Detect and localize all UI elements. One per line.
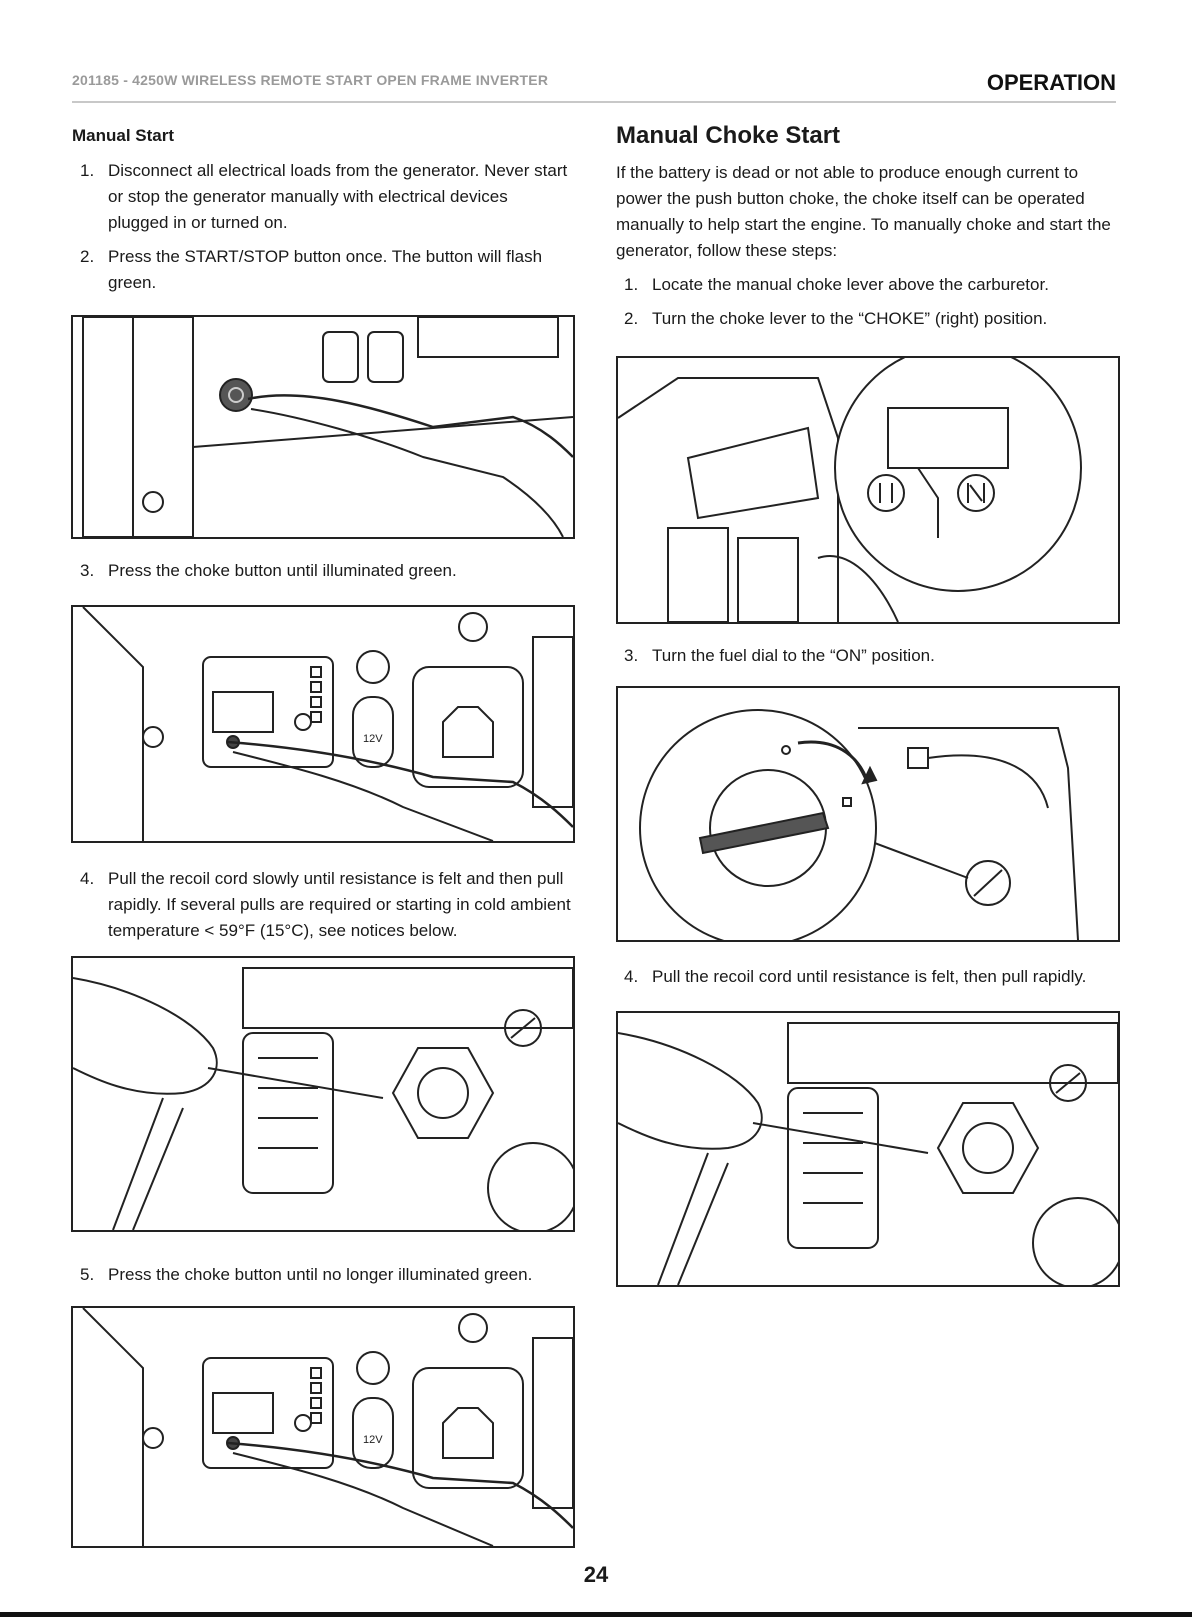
step-text: Press the choke button until illuminated… (108, 561, 457, 580)
step-item: 2. Turn the choke lever to the “CHOKE” (… (616, 306, 1118, 332)
manual-choke-step-3: 3. Turn the fuel dial to the “ON” positi… (616, 643, 1118, 677)
manual-start-step-3: 3. Press the choke button until illumina… (72, 558, 572, 592)
step-number: 3. (624, 646, 639, 665)
manual-choke-start-intro: Manual Choke Start If the battery is dea… (616, 120, 1118, 340)
power-button-icon (219, 378, 253, 412)
manual-start-heading: Manual Start (72, 126, 175, 145)
manual-choke-start-heading: Manual Choke Start (616, 122, 841, 149)
choke-off-icon (867, 474, 905, 512)
manual-start-step-5: 5. Press the choke button until no longe… (72, 1262, 572, 1296)
manual-choke-intro-text: If the battery is dead or not able to pr… (616, 163, 1111, 260)
step-text: Locate the manual choke lever above the … (652, 275, 1049, 294)
choke-on-icon (957, 474, 995, 512)
step-text: Press the choke button until no longer i… (108, 1265, 533, 1284)
step-text: Pull the recoil cord slowly until resist… (108, 869, 571, 940)
step-item: 1. Locate the manual choke lever above t… (616, 272, 1118, 298)
step-text: Pull the recoil cord until resistance is… (652, 967, 1087, 986)
step-number: 4. (624, 967, 639, 986)
page-number: 24 (583, 1562, 609, 1587)
step-number: 1. (80, 161, 95, 180)
step-item: 2. Press the START/STOP button once. The… (72, 244, 572, 296)
figure-choke-button-off: 12V (71, 1306, 575, 1548)
step-text: Disconnect all electrical loads from the… (108, 161, 568, 232)
step-number: 4. (80, 869, 95, 888)
manual-start-step-4: 4. Pull the recoil cord slowly until res… (72, 866, 572, 952)
off-symbol-icon (781, 745, 791, 755)
figure-recoil-cord-left (71, 956, 575, 1232)
manual-choke-step-4: 4. Pull the recoil cord until resistance… (616, 964, 1118, 998)
figure-start-button (71, 315, 575, 539)
figure-fuel-dial (616, 686, 1120, 942)
rotate-arrow-icon (797, 740, 870, 784)
step-number: 2. (80, 247, 95, 266)
figure-choke-button: 12V (71, 605, 575, 843)
figure-recoil-cord-right (616, 1011, 1120, 1287)
bottom-bar (0, 1612, 1192, 1617)
document-title: 201185 - 4250W WIRELESS REMOTE START OPE… (72, 72, 549, 88)
step-text: Turn the fuel dial to the “ON” position. (652, 646, 935, 665)
step-item: 1. Disconnect all electrical loads from … (72, 158, 572, 236)
outlet-12v-label: 12V (363, 1434, 383, 1446)
outlet-12v-label: 12V (363, 733, 383, 745)
step-number: 1. (624, 275, 639, 294)
header-divider (72, 101, 1116, 103)
section-title: OPERATION (986, 70, 1116, 95)
step-text: Press the START/STOP button once. The bu… (108, 247, 543, 292)
step-number: 2. (624, 309, 639, 328)
step-number: 5. (80, 1265, 95, 1284)
step-number: 3. (80, 561, 95, 580)
figure-choke-lever (616, 356, 1120, 624)
step-text: Turn the choke lever to the “CHOKE” (rig… (652, 309, 1048, 328)
on-symbol-icon (842, 797, 852, 807)
manual-start-intro: Manual Start 1. Disconnect all electrica… (72, 120, 572, 304)
fuel-dial-lever (698, 811, 830, 855)
